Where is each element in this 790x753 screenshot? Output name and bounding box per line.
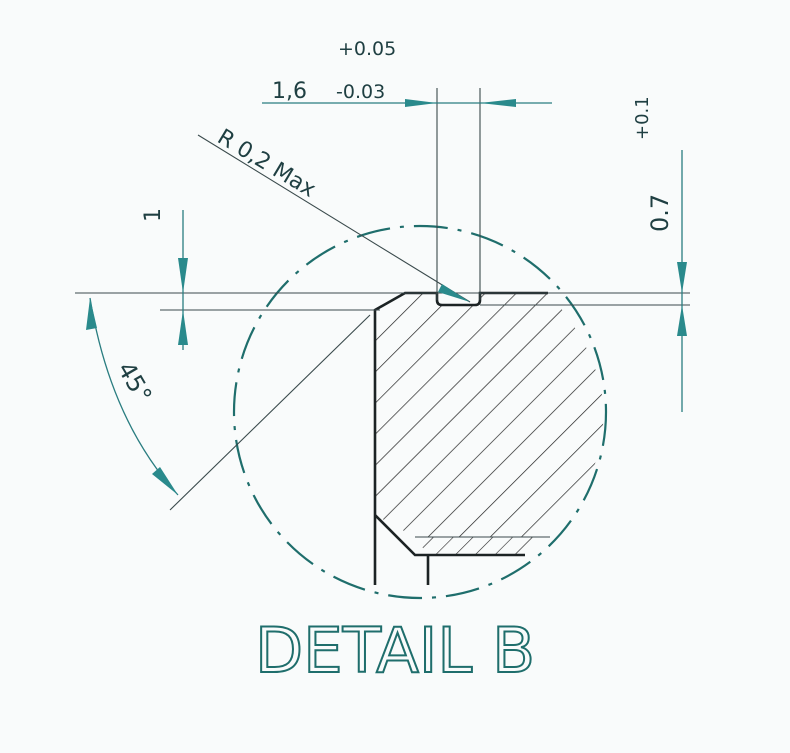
- arrow-icon: [178, 310, 188, 345]
- groove-depth-nominal: 0.7: [646, 194, 674, 232]
- groove-width-upper-tol: +0.05: [338, 38, 396, 60]
- groove-width-nominal: 1,6: [272, 79, 307, 104]
- arrow-icon: [152, 467, 178, 495]
- arrow-icon: [480, 99, 516, 107]
- detail-circle: [232, 224, 608, 600]
- chamfer-height-label: 1: [141, 208, 166, 222]
- detail-title: DETAIL B: [255, 614, 535, 687]
- arrow-icon: [178, 258, 188, 293]
- groove-width-lower-tol: -0.03: [336, 81, 385, 103]
- section-hatch: [375, 293, 604, 537]
- arrow-icon: [86, 298, 97, 330]
- section-hatch-lower: [415, 537, 548, 555]
- radius-label: R 0,2 Max: [213, 125, 320, 203]
- arrow-icon: [405, 99, 437, 107]
- groove-depth-tol: +0.1: [632, 96, 653, 140]
- arrow-icon: [677, 305, 687, 336]
- lower-chamfer: [374, 514, 525, 557]
- radius-leader: [197, 134, 471, 303]
- arrow-icon: [438, 284, 470, 302]
- angle-extension-line: [169, 314, 371, 511]
- part-outline: [373, 291, 548, 585]
- arrow-icon: [677, 262, 687, 293]
